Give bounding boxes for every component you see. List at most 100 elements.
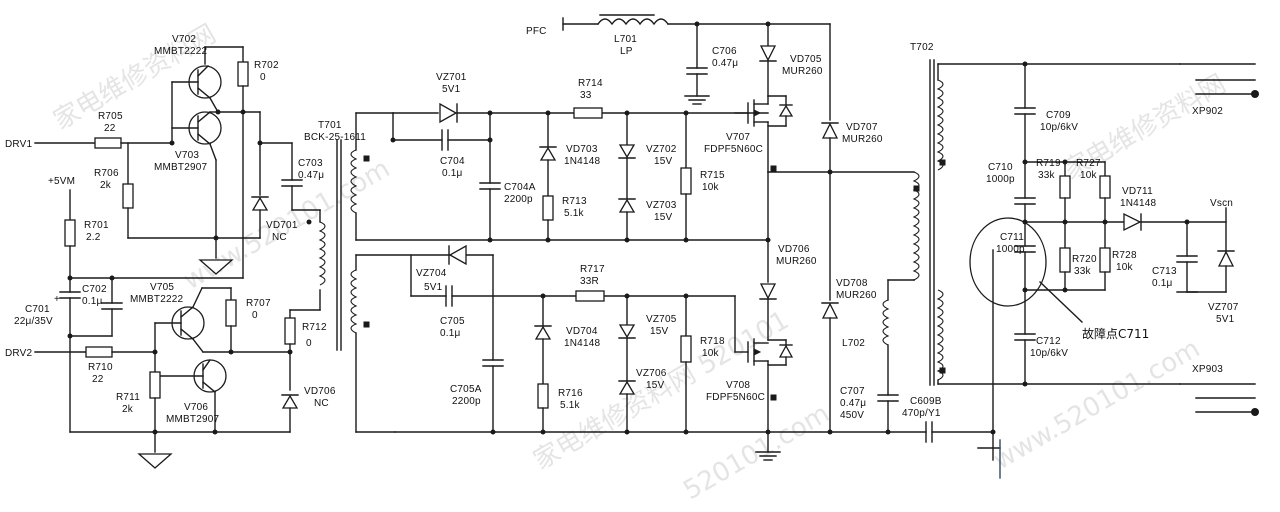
label-c702: C702	[82, 284, 107, 295]
label-c712: C712	[1036, 336, 1061, 347]
resistor-r727	[1099, 175, 1111, 199]
diode-vd705	[759, 45, 777, 62]
label-l702: L702	[842, 338, 865, 349]
label-vz706: VZ706	[636, 368, 667, 379]
driver-section	[34, 46, 321, 469]
label-r713-val: 5.1k	[564, 208, 585, 219]
label-vz702: VZ702	[646, 144, 677, 155]
ground-icon	[198, 259, 234, 275]
label-c711-val: 1000p	[996, 244, 1025, 255]
label-vd707-val: MUR260	[842, 134, 883, 145]
label-c703-val: 0.47μ	[298, 170, 324, 181]
fault-highlight-circle	[969, 217, 1047, 307]
label-r707: R707	[246, 298, 271, 309]
label-vd704-val: 1N4148	[564, 338, 600, 349]
label-v703: V703	[175, 150, 199, 161]
label-c701-plus: +	[54, 294, 60, 305]
resistor-r720	[1059, 247, 1071, 273]
ground-icon	[137, 453, 173, 469]
zener-vz707	[1217, 250, 1235, 267]
label-c704a: C704A	[504, 182, 536, 193]
label-drv1: DRV1	[5, 139, 33, 150]
transformer-t702	[912, 59, 1259, 416]
label-vd701-val: NC	[272, 232, 287, 243]
label-r719-val: 33k	[1038, 170, 1056, 181]
label-vz707-val: 5V1	[1216, 314, 1235, 325]
label-vscn: Vscn	[1210, 198, 1233, 209]
diode-vd711	[1123, 212, 1142, 232]
resistor-r728	[1099, 247, 1111, 273]
label-5vm: +5VM	[48, 176, 75, 187]
label-c701: C701	[25, 304, 50, 315]
label-r705-val: 22	[104, 123, 116, 134]
label-r702: R702	[254, 60, 279, 71]
label-vz701-val: 5V1	[442, 84, 461, 95]
label-vd705-val: MUR260	[782, 66, 823, 77]
label-c704a-val: 2200p	[504, 194, 533, 205]
label-vd708: VD708	[836, 278, 868, 289]
resistor-r718	[680, 335, 692, 363]
label-v702: V702	[172, 34, 196, 45]
label-v708: V708	[726, 380, 750, 391]
resistor-r717	[575, 290, 605, 302]
label-r706-val: 2k	[100, 180, 112, 191]
label-c709: C709	[1046, 110, 1071, 121]
label-v705: V705	[150, 282, 174, 293]
label-vd706-nc: VD706	[304, 386, 336, 397]
label-c710: C710	[988, 162, 1013, 173]
label-vd707: VD707	[846, 122, 878, 133]
label-r701-val: 2.2	[86, 232, 101, 243]
label-t701: T701	[318, 120, 342, 131]
secondary-section	[969, 61, 1235, 433]
label-r714: R714	[578, 78, 603, 89]
zener-vz706	[618, 380, 636, 395]
label-r718: R718	[700, 336, 725, 347]
label-r719: R719	[1036, 158, 1061, 169]
label-c702-val: 0.1μ	[82, 296, 103, 307]
zener-vz703	[618, 198, 636, 213]
resistor-r712	[284, 317, 296, 345]
label-vz702-val: 15V	[654, 156, 673, 167]
label-r714-val: 33	[580, 90, 592, 101]
label-vd701: VD701	[266, 220, 298, 231]
resistor-r711	[149, 371, 161, 399]
zener-vz704	[448, 244, 467, 266]
resistor-r705	[94, 137, 122, 149]
label-vd706-val: MUR260	[776, 256, 817, 267]
inductor-l702	[882, 299, 890, 346]
zener-vz702	[618, 144, 636, 159]
diode-vd706	[759, 283, 777, 300]
label-r718-val: 10k	[702, 348, 720, 359]
label-v708-part: FDPF5N60C	[706, 392, 765, 403]
resistor-r706	[122, 183, 134, 209]
resistor-r716	[537, 383, 549, 409]
label-c701-val: 22μ/35V	[14, 316, 53, 327]
label-vz704: VZ704	[416, 268, 447, 279]
label-c706: C706	[712, 46, 737, 57]
transformer-t701	[306, 112, 769, 433]
label-v703-part: MMBT2907	[154, 162, 208, 173]
label-xp903: XP903	[1192, 364, 1223, 375]
label-r720-val: 33k	[1074, 266, 1092, 277]
label-c705: C705	[440, 316, 465, 327]
label-r712: R712	[302, 322, 327, 333]
label-v707: V707	[726, 132, 750, 143]
zener-vz701	[439, 102, 458, 124]
label-r728-val: 10k	[1116, 262, 1134, 273]
label-v707-part: FDPF5N60C	[704, 144, 763, 155]
label-vz703: VZ703	[646, 200, 677, 211]
label-c609b-val: 470p/Y1	[902, 408, 941, 419]
label-vz707: VZ707	[1208, 302, 1239, 313]
upper-gate-drive	[390, 102, 769, 243]
label-r715-val: 10k	[702, 182, 720, 193]
label-c706-val: 0.47μ	[712, 58, 738, 69]
label-c713-val: 0.1μ	[1152, 278, 1173, 289]
label-c707-volt: 450V	[840, 410, 864, 421]
label-v705-part: MMBT2222	[130, 294, 184, 305]
label-vz701: VZ701	[436, 72, 467, 83]
label-r711-val: 2k	[122, 404, 134, 415]
label-c705a: C705A	[450, 384, 482, 395]
mosfet-section	[562, 14, 1001, 479]
label-l701-val: LP	[620, 46, 633, 57]
